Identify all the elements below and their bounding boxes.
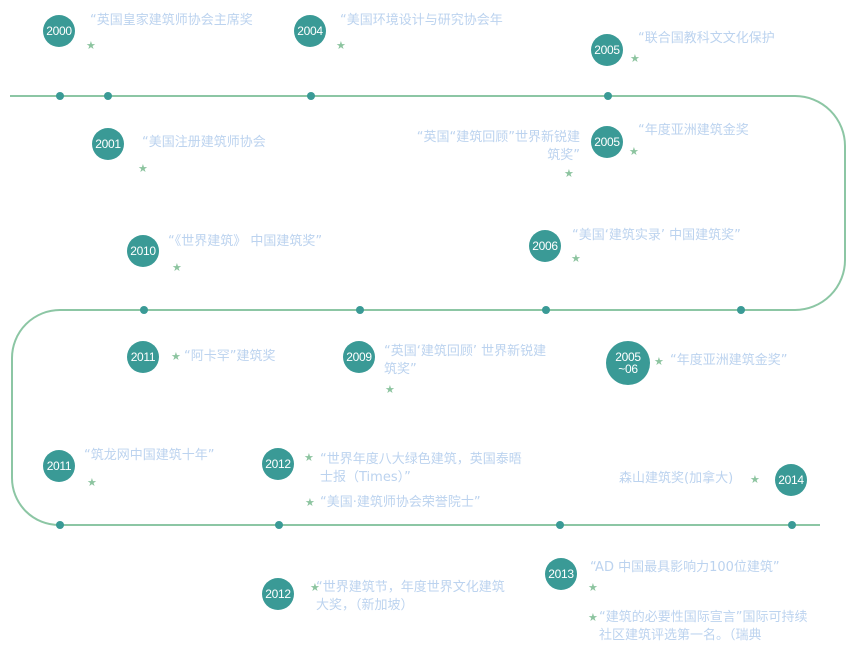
year-badge: 2012	[262, 448, 294, 480]
award-label: “英国‘建筑回顾’ 世界新锐建筑奖”	[384, 344, 547, 377]
timeline-dot	[604, 92, 612, 100]
timeline-dot	[104, 92, 112, 100]
timeline-dot	[275, 521, 283, 529]
award-label: “年度亚洲建筑金奖”	[670, 353, 788, 368]
star-icon: ★	[336, 39, 346, 52]
star-icon: ★	[629, 145, 639, 158]
star-icon: ★	[305, 496, 315, 509]
year-badge: 2000	[43, 15, 75, 47]
star-icon: ★	[588, 581, 598, 594]
award-label: “美国‘建筑实录’ 中国建筑奖”	[572, 228, 741, 243]
timeline-dot	[737, 306, 745, 314]
year-badge: 2011	[43, 450, 75, 482]
star-icon: ★	[564, 167, 574, 180]
year-badge: 2013	[545, 558, 577, 590]
year-badge: 2009	[343, 341, 375, 373]
timeline-line	[10, 95, 846, 526]
award-label: “建筑的必要性国际宣言”国际可持续社区建筑评选第一名。（瑞典	[599, 610, 808, 643]
star-icon: ★	[304, 451, 314, 464]
award-label: “英国“建筑回顾”世界新锐建筑奖”	[416, 130, 580, 163]
star-icon: ★	[87, 476, 97, 489]
award-label: “英国皇家建筑师协会主席奖	[90, 13, 253, 28]
star-icon: ★	[86, 39, 96, 52]
award-label: “AD 中国最具影响力100位建筑”	[590, 560, 780, 575]
year-badge: 2005~06	[606, 341, 650, 385]
award-label: 森山建筑奖(加拿大)	[619, 471, 734, 486]
star-icon: ★	[138, 162, 148, 175]
award-label: “《世界建筑》 中国建筑奖”	[168, 234, 323, 249]
star-icon: ★	[654, 355, 664, 368]
year-badge: 2005	[591, 126, 623, 158]
star-icon: ★	[310, 581, 320, 594]
award-label: “阿卡罕”建筑奖	[184, 349, 276, 364]
year-badge: 2004	[294, 15, 326, 47]
star-icon: ★	[588, 611, 598, 624]
star-icon: ★	[571, 252, 581, 265]
award-label: “美国环境设计与研究协会年	[340, 13, 503, 28]
timeline-dot	[542, 306, 550, 314]
year-badge: 2005	[591, 34, 623, 66]
timeline-dot	[556, 521, 564, 529]
award-label: “美国注册建筑师协会	[142, 135, 266, 150]
year-badge: 2006	[529, 230, 561, 262]
timeline-dot	[307, 92, 315, 100]
star-icon: ★	[172, 261, 182, 274]
timeline-dot	[356, 306, 364, 314]
year-badge: 2014	[775, 464, 807, 496]
star-icon: ★	[171, 350, 181, 363]
award-label: “世界年度八大绿色建筑，英国泰晤士报（Times）”	[320, 452, 522, 485]
year-badge: 2011	[127, 341, 159, 373]
award-label: “联合国教科文文化保护	[638, 31, 775, 46]
year-badge: 2012	[262, 578, 294, 610]
timeline-dot	[788, 521, 796, 529]
star-icon: ★	[750, 473, 760, 486]
star-icon: ★	[630, 52, 640, 65]
timeline-dot	[56, 521, 64, 529]
award-label: “年度亚洲建筑金奖	[638, 123, 749, 138]
award-label: “世界建筑节，年度世界文化建筑大奖，（新加坡）	[316, 580, 505, 613]
star-icon: ★	[385, 383, 395, 396]
award-label: “美国·建筑师协会荣誉院士”	[320, 495, 481, 510]
year-badge: 2001	[92, 128, 124, 160]
timeline-dot	[140, 306, 148, 314]
year-badge: 2010	[127, 235, 159, 267]
award-label: “筑龙网中国建筑十年”	[84, 448, 215, 463]
timeline-dot	[56, 92, 64, 100]
